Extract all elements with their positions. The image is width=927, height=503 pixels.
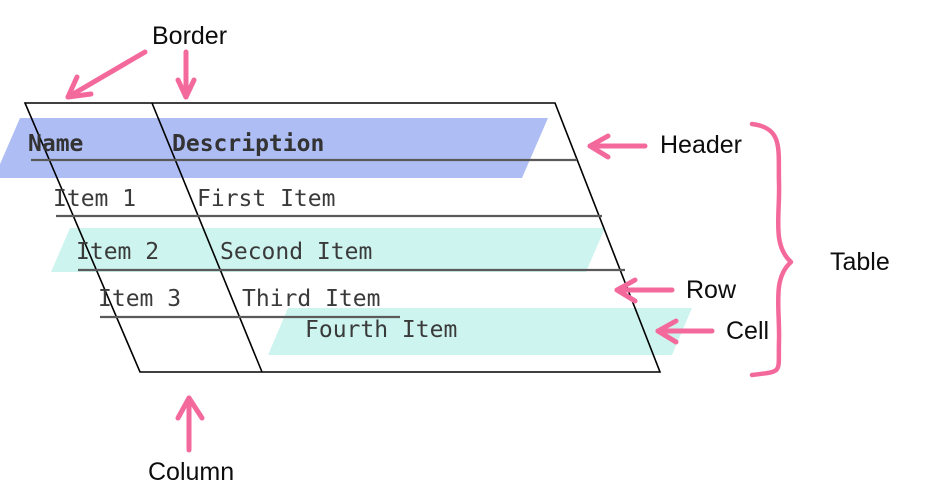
row-arrow (614, 277, 675, 304)
table-cell-row1-name: Item 2 (76, 239, 160, 265)
table-cell-row0-description: First Item (197, 186, 336, 212)
annotation-label-cell: Cell (726, 317, 770, 345)
annotation-label-row: Row (686, 276, 737, 304)
table-cell-row0-name: Item 1 (53, 186, 137, 212)
header-arrow (587, 133, 648, 160)
floating-cell-label: Fourth Item (305, 317, 458, 343)
annotation-label-column: Column (148, 458, 235, 486)
table-cell-row2-description: Third Item (242, 286, 381, 312)
table-cell-row2-name: Item 3 (98, 286, 182, 312)
cell-arrow (655, 318, 715, 345)
table-cell-row1-description: Second Item (220, 239, 373, 265)
annotation-label-table: Table (830, 248, 890, 276)
table-header-cell-description: Description (172, 131, 325, 157)
border-arrow-diagonal (65, 49, 148, 100)
annotation-label-header: Header (660, 131, 742, 159)
column-arrow (175, 395, 205, 453)
table-header-cell-name: Name (28, 131, 84, 157)
annotation-label-border: Border (152, 22, 228, 50)
border-arrow-vertical (175, 49, 197, 100)
